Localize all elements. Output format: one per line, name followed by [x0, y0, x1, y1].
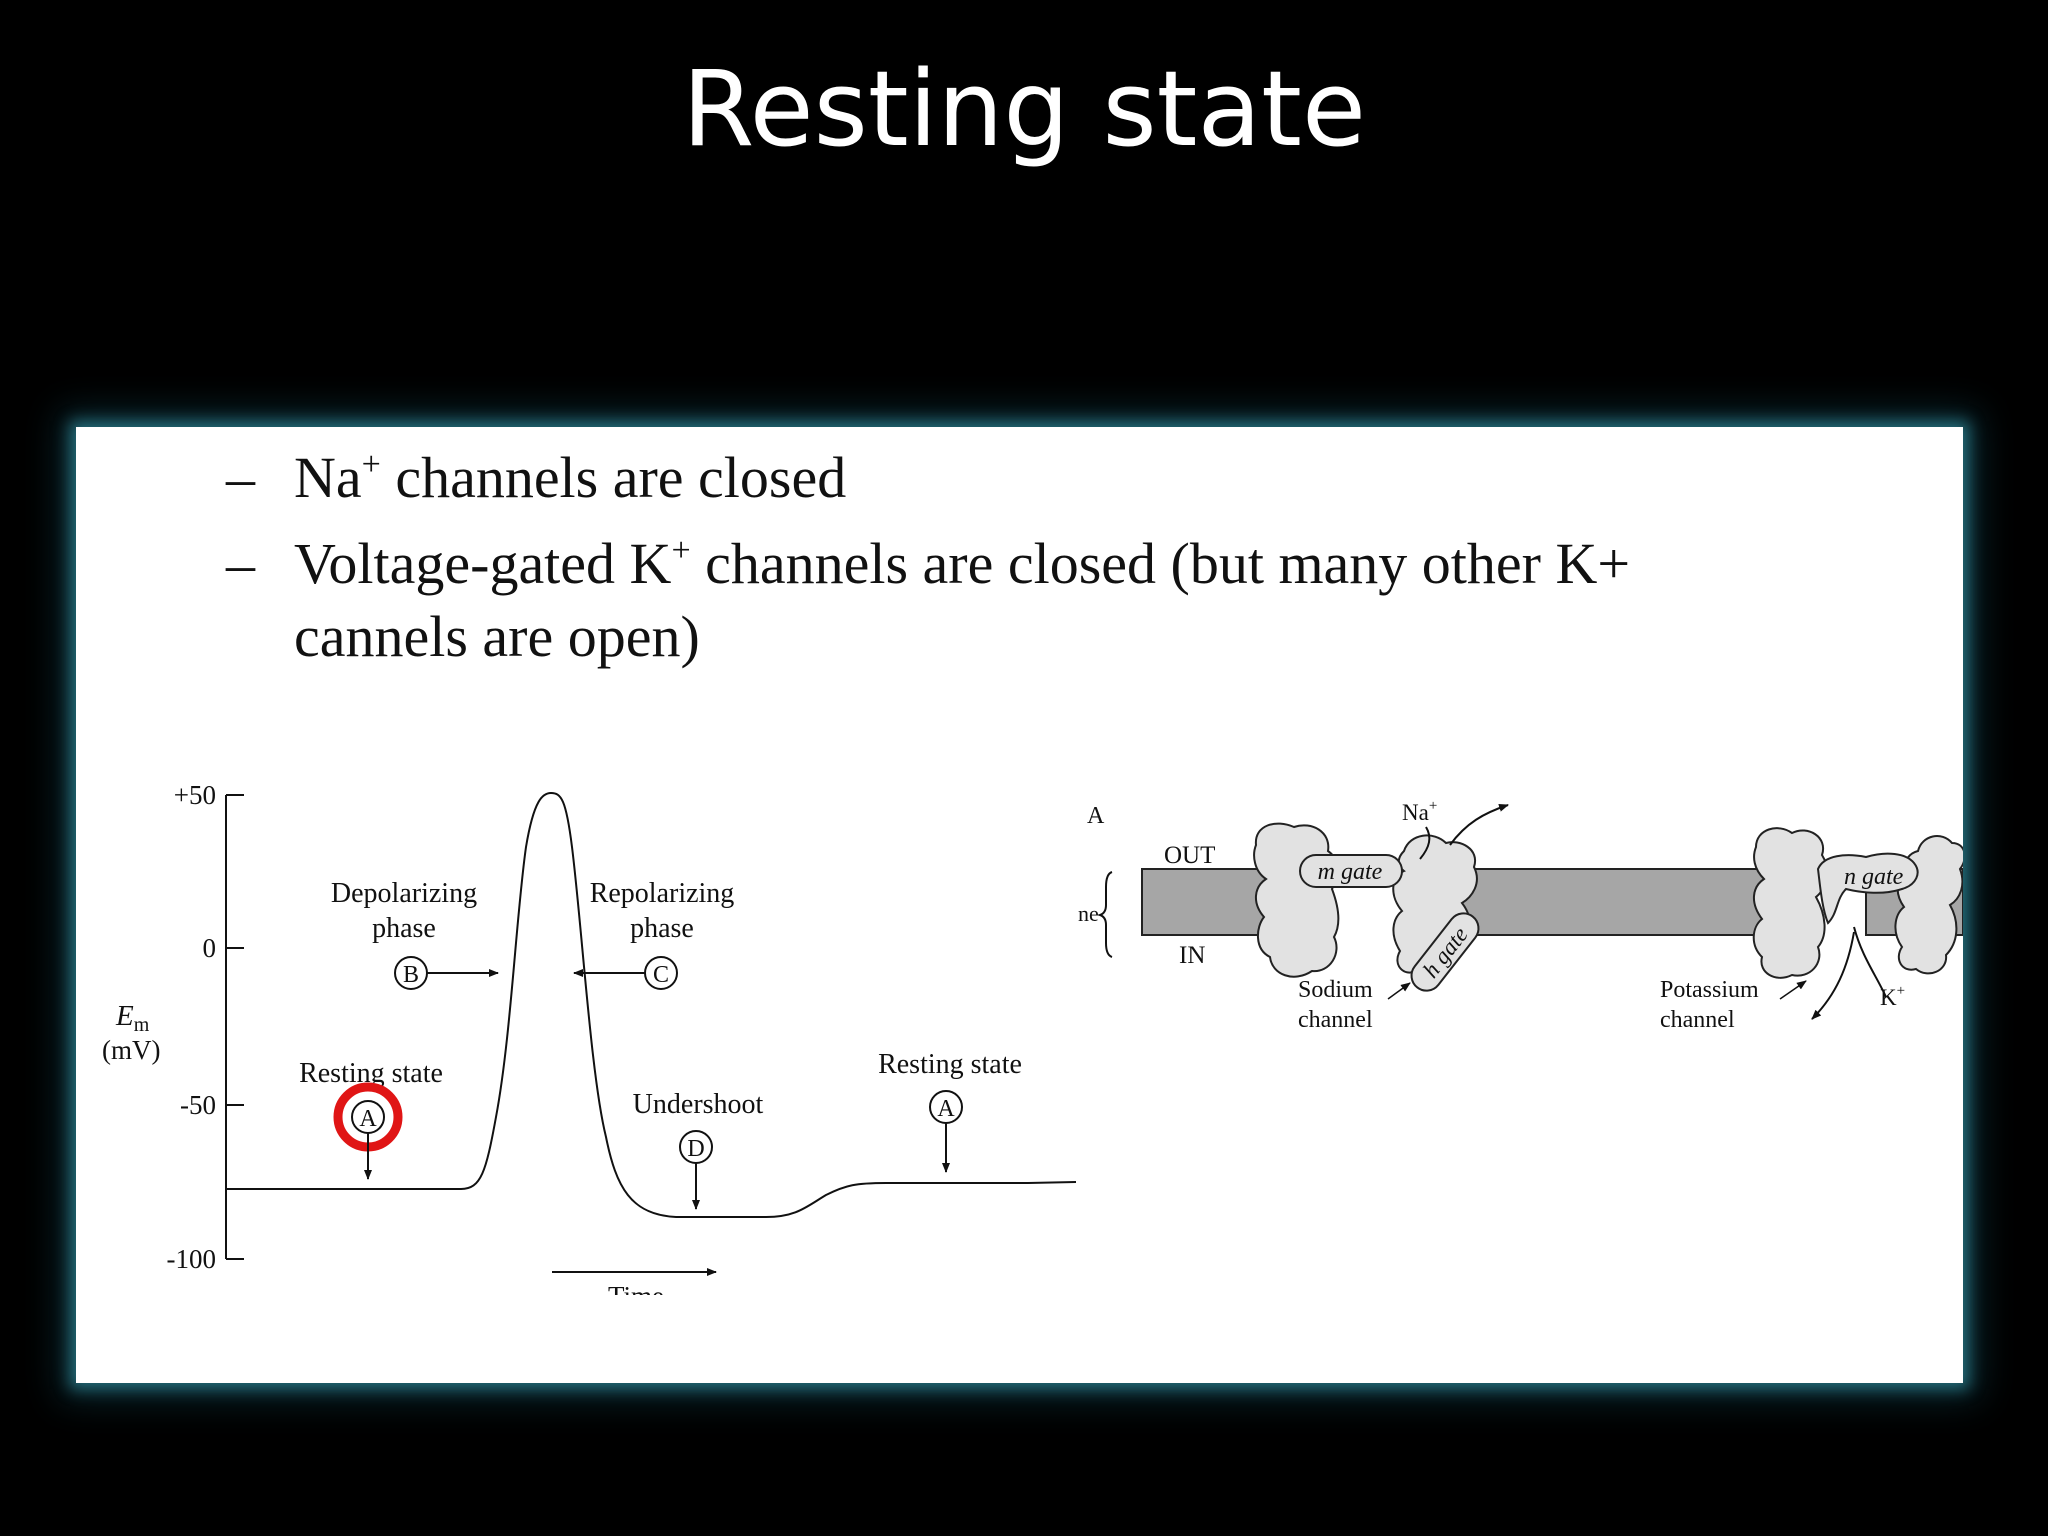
- in-label: IN: [1179, 942, 1205, 969]
- n-gate-label: n gate: [1844, 864, 1904, 890]
- y-axis-unit: (mV): [102, 1035, 160, 1065]
- repolarizing-label: Repolarizing: [590, 878, 735, 909]
- action-potential-diagram: +50 0 -50 -100 Em (mV) Depolarizing phas…: [102, 780, 1077, 1325]
- potassium-channel-left-subunit: [1752, 827, 1829, 979]
- tick-label: +50: [174, 780, 216, 810]
- k-efflux-arrow: [1853, 926, 1887, 998]
- out-label: OUT: [1164, 842, 1215, 869]
- depolarizing-label: phase: [372, 913, 436, 944]
- bullet-dash: –: [226, 531, 255, 596]
- content-panel: – Na+ channels are closed – Voltage-gate…: [76, 427, 1963, 1383]
- na-flow-arrow: [1419, 826, 1431, 860]
- sodium-channel-left-subunit: [1253, 822, 1340, 978]
- marker-b: B: [403, 962, 419, 988]
- marker-a: A: [937, 1096, 955, 1122]
- slide-title: Resting state: [682, 48, 1366, 170]
- bullet-text: channels are closed: [380, 445, 847, 510]
- m-gate-shape: [1299, 854, 1403, 888]
- resting-state-right-label: Resting state: [878, 1049, 1022, 1080]
- depolarizing-label: Depolarizing: [331, 878, 477, 909]
- membrane-brace: [1096, 871, 1113, 958]
- na-label: Na+: [1402, 798, 1437, 825]
- tick-label: -100: [167, 1244, 217, 1274]
- bullet-text: cannels are open): [294, 604, 700, 669]
- marker-c: C: [653, 962, 669, 988]
- potassium-pointer: [1779, 980, 1807, 1000]
- membrane-label-fragment: ne: [1078, 901, 1099, 926]
- undershoot-label: Undershoot: [633, 1089, 764, 1120]
- m-gate-label: m gate: [1318, 859, 1383, 885]
- k-label: K+: [1880, 983, 1905, 1010]
- potassium-channel-label: Potassium: [1660, 977, 1759, 1003]
- marker-d: D: [687, 1136, 704, 1162]
- potassium-channel-label: channel: [1660, 1007, 1735, 1033]
- y-axis-symbol: Em: [115, 1000, 150, 1036]
- tick-label: 0: [203, 933, 217, 963]
- bullet-dash: –: [226, 445, 255, 510]
- tick-label: -50: [180, 1090, 216, 1120]
- bullet-text: channels are closed (but many other K+: [690, 531, 1631, 596]
- action-potential-trace: [226, 791, 1077, 1218]
- sodium-channel-label: channel: [1298, 1007, 1373, 1033]
- na-out-arrow: [1449, 804, 1509, 846]
- membrane-segment: [1445, 868, 1767, 936]
- bullet-text: Voltage-gated K: [294, 531, 672, 596]
- bullet-text: Na: [294, 445, 362, 510]
- ion-channel-diagram: A OUT IN ne m gate h gate Na+ Sodium cha…: [1078, 798, 1963, 1033]
- crop-edge: [476, 1295, 776, 1325]
- sodium-pointer: [1387, 982, 1411, 1000]
- superscript: +: [671, 532, 691, 569]
- repolarizing-label: phase: [630, 913, 694, 944]
- panel-letter: A: [1087, 803, 1105, 829]
- k-flow-arrow: [1811, 931, 1855, 1020]
- sodium-channel-label: Sodium: [1298, 977, 1373, 1003]
- marker-a: A: [359, 1106, 377, 1132]
- n-gate-shape: [1816, 852, 1919, 925]
- h-gate-shape: [1410, 912, 1480, 992]
- superscript: +: [361, 446, 381, 483]
